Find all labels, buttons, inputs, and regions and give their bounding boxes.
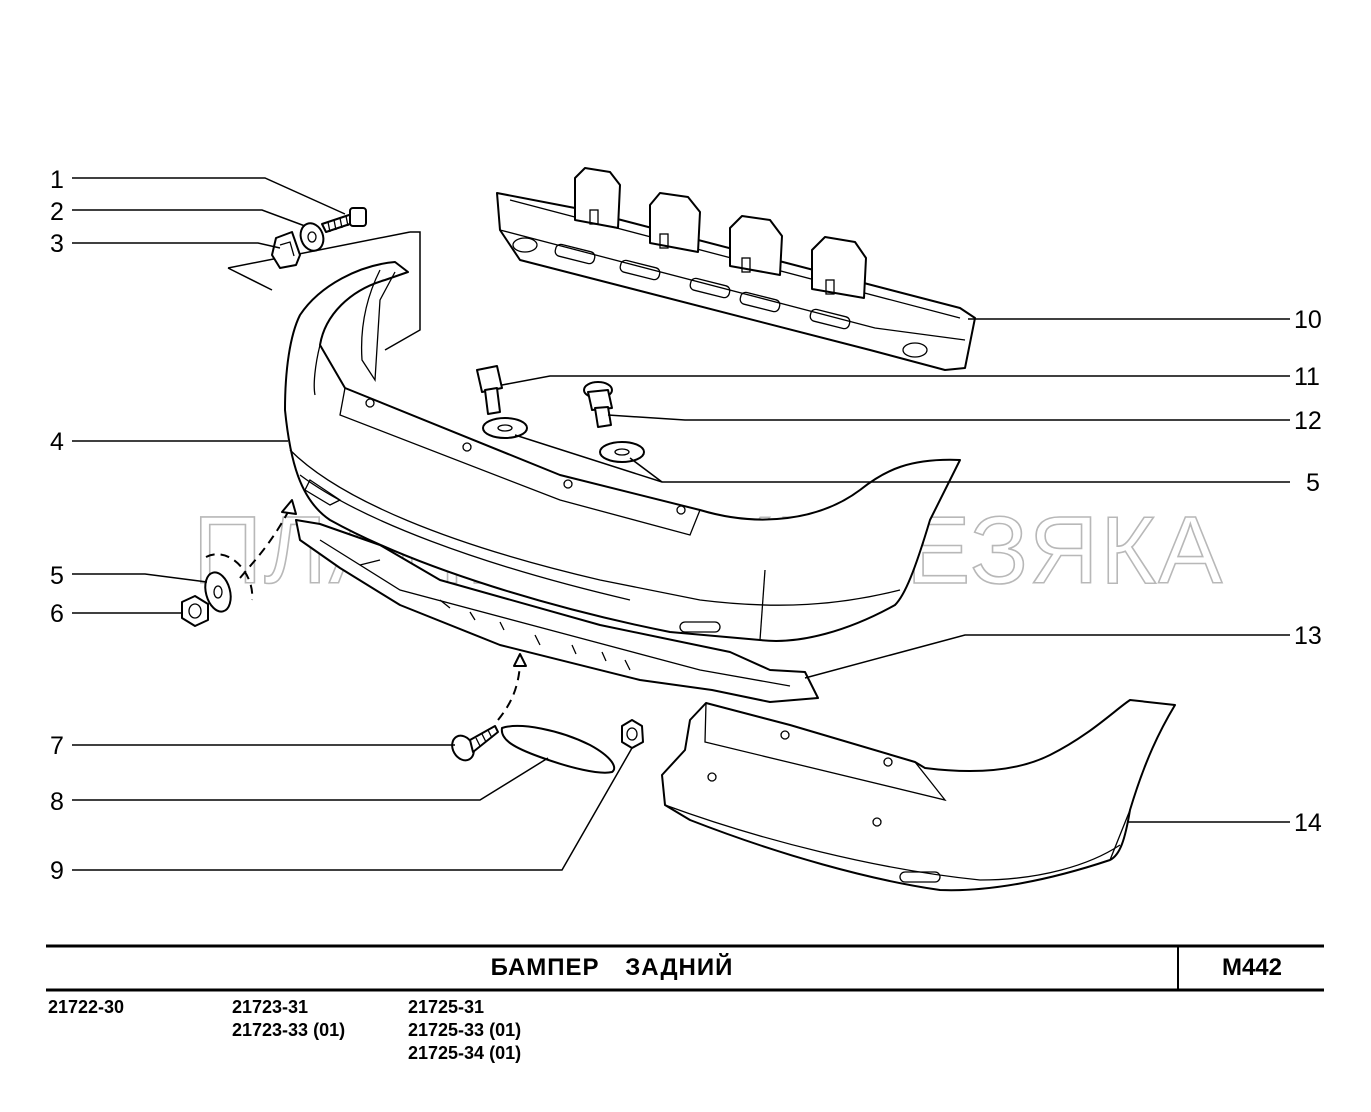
- callout-13: 13: [1294, 622, 1322, 650]
- model-code: 21723-33 (01): [232, 1020, 346, 1040]
- models-col-2: 21723-31 21723-33 (01): [232, 996, 345, 1042]
- callout-1: 1: [50, 166, 64, 194]
- part-9-nut: [621, 719, 644, 749]
- part-3-clip: [271, 231, 301, 269]
- callout-7: 7: [50, 732, 64, 760]
- models-col-1: 21722-30: [48, 996, 124, 1019]
- leader-lines: [72, 177, 1290, 871]
- part-11-bolt: [476, 365, 528, 439]
- callout-14: 14: [1294, 809, 1322, 837]
- models-col-3: 21725-31 21725-33 (01) 21725-34 (01): [408, 996, 521, 1065]
- callout-2: 2: [50, 198, 64, 226]
- part-10-absorber: [496, 167, 976, 371]
- callout-4: 4: [50, 428, 64, 456]
- callout-6: 6: [50, 600, 64, 628]
- part-7-screw: [451, 725, 499, 762]
- part-13-deflector: [295, 519, 819, 703]
- part-5-washer-left: [204, 571, 232, 613]
- callout-11: 11: [1294, 363, 1320, 391]
- assembly-arc-left: [205, 553, 254, 601]
- model-code: 21725-31: [408, 997, 485, 1017]
- model-code: 21723-31: [232, 997, 309, 1017]
- part-6-nut: [181, 595, 209, 627]
- part-12-bolt: [583, 381, 645, 463]
- callout-numbers: 1 2 3 4 5 6 7 8 9 10 11 12 5 13 14: [50, 166, 1322, 885]
- callout-5-right: 5: [1306, 469, 1320, 497]
- part-8-reflector: [500, 725, 616, 774]
- callout-8: 8: [50, 788, 64, 816]
- page-code: М442: [1221, 954, 1283, 981]
- part-14-bumper-alt: [661, 699, 1176, 892]
- model-code: 21725-34 (01): [408, 1043, 522, 1063]
- callout-10: 10: [1294, 306, 1322, 334]
- callout-9: 9: [50, 857, 64, 885]
- part-4-bumper: [227, 231, 961, 642]
- callout-3: 3: [50, 230, 64, 258]
- title-block: [46, 944, 1324, 992]
- callout-5-left: 5: [50, 562, 64, 590]
- part-2-washer: [299, 222, 325, 252]
- callout-12: 12: [1294, 407, 1322, 435]
- page-title: БАМПЕР ЗАДНИЙ: [490, 954, 734, 981]
- model-code: 21722-30: [48, 997, 125, 1017]
- assembly-arrow-bottom: [497, 664, 521, 721]
- part-1-screw: [321, 207, 367, 233]
- model-code: 21725-33 (01): [408, 1020, 522, 1040]
